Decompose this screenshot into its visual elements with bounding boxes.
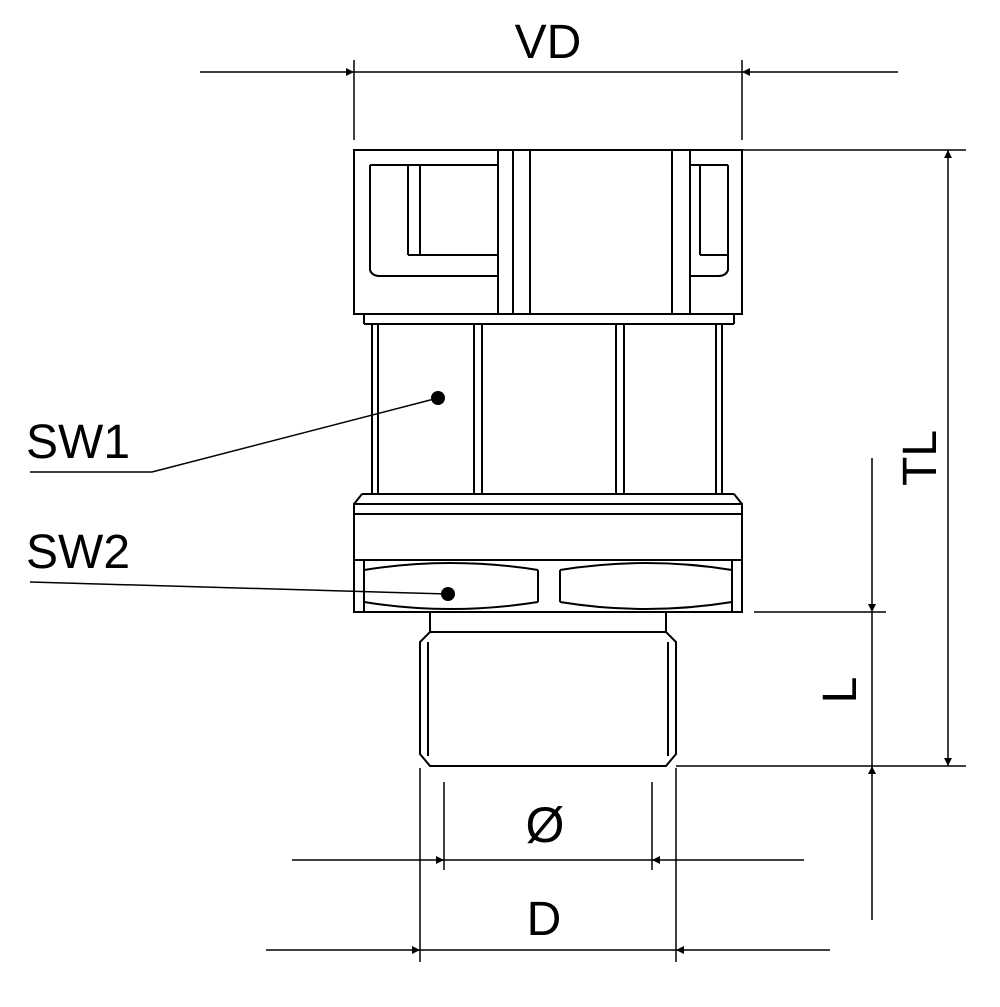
dome-cap-nut bbox=[353, 149, 743, 315]
tl-dimension bbox=[676, 149, 966, 767]
vd-label: VD bbox=[515, 16, 582, 69]
vd-dimension bbox=[200, 60, 898, 140]
sw2-leader bbox=[29, 581, 449, 595]
sw1-leader bbox=[30, 397, 439, 473]
locknut-hexagon-sw2 bbox=[353, 559, 743, 613]
sw2-leader-dot bbox=[441, 587, 455, 601]
phi-dimension bbox=[292, 782, 804, 870]
d-label: D bbox=[527, 893, 562, 946]
sw1-leader-dot bbox=[431, 391, 445, 405]
thread-stub bbox=[419, 611, 677, 767]
l-dimension bbox=[754, 458, 886, 920]
gland-body bbox=[353, 149, 743, 767]
d-dimension bbox=[266, 768, 830, 962]
body-hexagon-sw1 bbox=[371, 323, 723, 495]
phi-symbol: Ø bbox=[526, 797, 565, 853]
sw2-label: SW2 bbox=[26, 526, 130, 579]
l-label: L bbox=[814, 677, 867, 704]
tl-label: TL bbox=[894, 430, 947, 486]
sw1-label: SW1 bbox=[26, 416, 130, 469]
